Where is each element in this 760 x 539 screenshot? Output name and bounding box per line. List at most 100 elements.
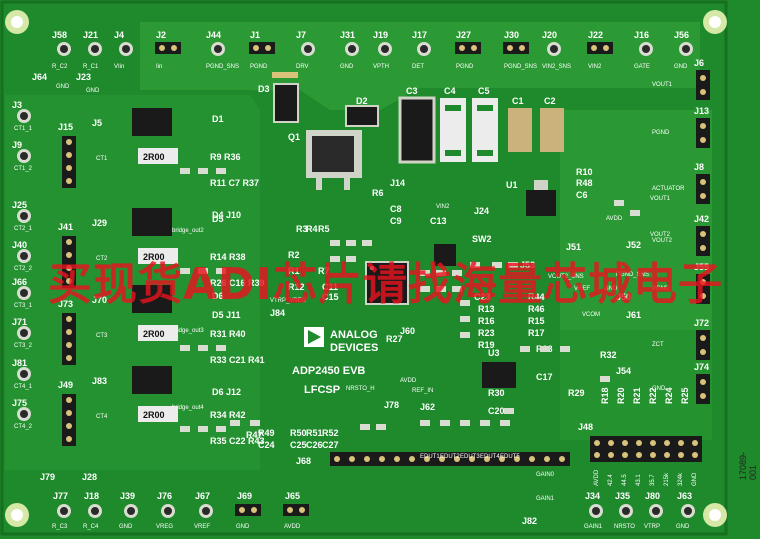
connector-j76-post [164,507,172,515]
board-package: LFCSP [304,384,340,396]
connector-ref: J6 [694,58,704,68]
component-ref: C23 [474,292,491,302]
net-label: EDUT1 [420,454,440,460]
header-ref: J15 [58,122,73,132]
opamp-u3 [482,362,516,388]
connector-ref: J22 [588,30,603,40]
connector-signal: CT1_1 [14,126,33,132]
header-j48-pin [636,440,642,446]
component-ref: J54 [616,366,631,376]
connector-j65-pin [299,507,305,513]
connector-j22-pin [603,45,609,51]
sense-resistor-value: 2R00 [143,410,165,420]
connector-signal: PGND [456,64,474,70]
sense-resistor [138,248,178,264]
connector-signal: VOUT2 [652,238,673,244]
diode-ref: D5 [212,214,224,224]
header-j48-pin [678,440,684,446]
channel-header-pin [66,239,72,245]
channel-header-pin [66,165,72,171]
channel-label: CT2 [96,256,108,262]
channel-header-pin [66,410,72,416]
connector-signal: CT4_1 [14,384,33,390]
diode-ref: D6 [212,291,224,301]
connector-signal: CT2_1 [14,226,33,232]
component-ref: R10 [576,167,593,177]
component-ref: C26 [306,440,323,450]
connector-signal: GND [674,64,688,70]
net-label: NRSTO_H [346,386,375,392]
connector-ref: J77 [53,491,68,501]
component-ref: R46 [528,304,545,314]
smd-pad [180,168,190,174]
header-j48-pin [622,440,628,446]
connector-ref: J23 [76,72,91,82]
component-ref: C5 [478,86,490,96]
copper-pour-right [560,110,712,330]
channel-header [62,313,76,365]
connector-signal: Iin [156,64,162,70]
channel-ic [132,108,172,136]
capacitor-c2 [540,108,564,152]
channel-header-pin [66,139,72,145]
connector-signal: PGND [652,286,670,292]
component-ref: J68 [296,456,311,466]
resistor-labels: R31 R40 [210,329,246,339]
resistor-labels: R26 C16 R39 [210,278,265,288]
smd-component [420,286,430,292]
header-j48-pin [678,452,684,458]
channel-label: CT4 [96,414,108,420]
component-ref: R17 [528,328,545,338]
connector-j63-post [684,507,692,515]
top-connector-row: J58R_C2J21R_C1J4VIinJ2IinJ44PGND_SNSJ1PG… [52,30,693,70]
smd-component [600,376,610,382]
net-label: EDUT2 [440,454,460,460]
connector-ref: J27 [456,30,471,40]
connector-ref: J63 [677,491,692,501]
component-ref: J79 [40,472,55,482]
component-ref: R52 [322,428,339,438]
net-label: EDUT5 [500,454,520,460]
connector-j65-pin [287,507,293,513]
copper-pour-left [5,95,260,470]
header-j68-pin [349,456,355,462]
connector-ref: J34 [585,491,600,501]
connector-signal: CT2_2 [14,266,33,272]
adi-logo-text-1: ANALOG [330,329,378,341]
header-j68-pin [559,456,565,462]
connector-pin [700,123,706,129]
connector-pin [700,137,706,143]
connector-ref: J75 [12,398,27,408]
connector-j77-post [60,507,68,515]
header-pin-label: 42.4 [608,474,614,486]
component-ref: C1 [512,96,524,106]
component-ref: J50 [616,292,631,302]
component-ref: J51 [566,242,581,252]
component-ref: R21 [632,387,642,404]
connector-ref: J72 [694,318,709,328]
smd-component [452,270,462,276]
channel-header-pin [66,278,72,284]
sense-resistor [138,406,178,422]
component-ref: C17 [536,372,553,382]
component-ref: J53 [520,260,535,270]
capacitor-c5-pad-top [477,105,493,111]
connector-j27-header [455,42,481,54]
net-label: PGND_SNS [616,272,649,278]
connector-pin [700,89,706,95]
connector-signal: PGND [652,130,670,136]
smd-component [360,424,370,430]
connector-j3-post [20,112,28,120]
connector-header [696,226,710,256]
header-j68-pin [424,456,430,462]
regulator-u1 [526,180,556,216]
adp2450-pin1-dot [370,266,374,270]
connector-ref: J69 [237,491,252,501]
net-label: VIN2 [436,204,450,210]
component-ref: C24 [258,440,275,450]
component-ref: R49 [258,428,275,438]
net-label: VOUT1 [650,196,671,202]
connector-ref: J56 [674,30,689,40]
